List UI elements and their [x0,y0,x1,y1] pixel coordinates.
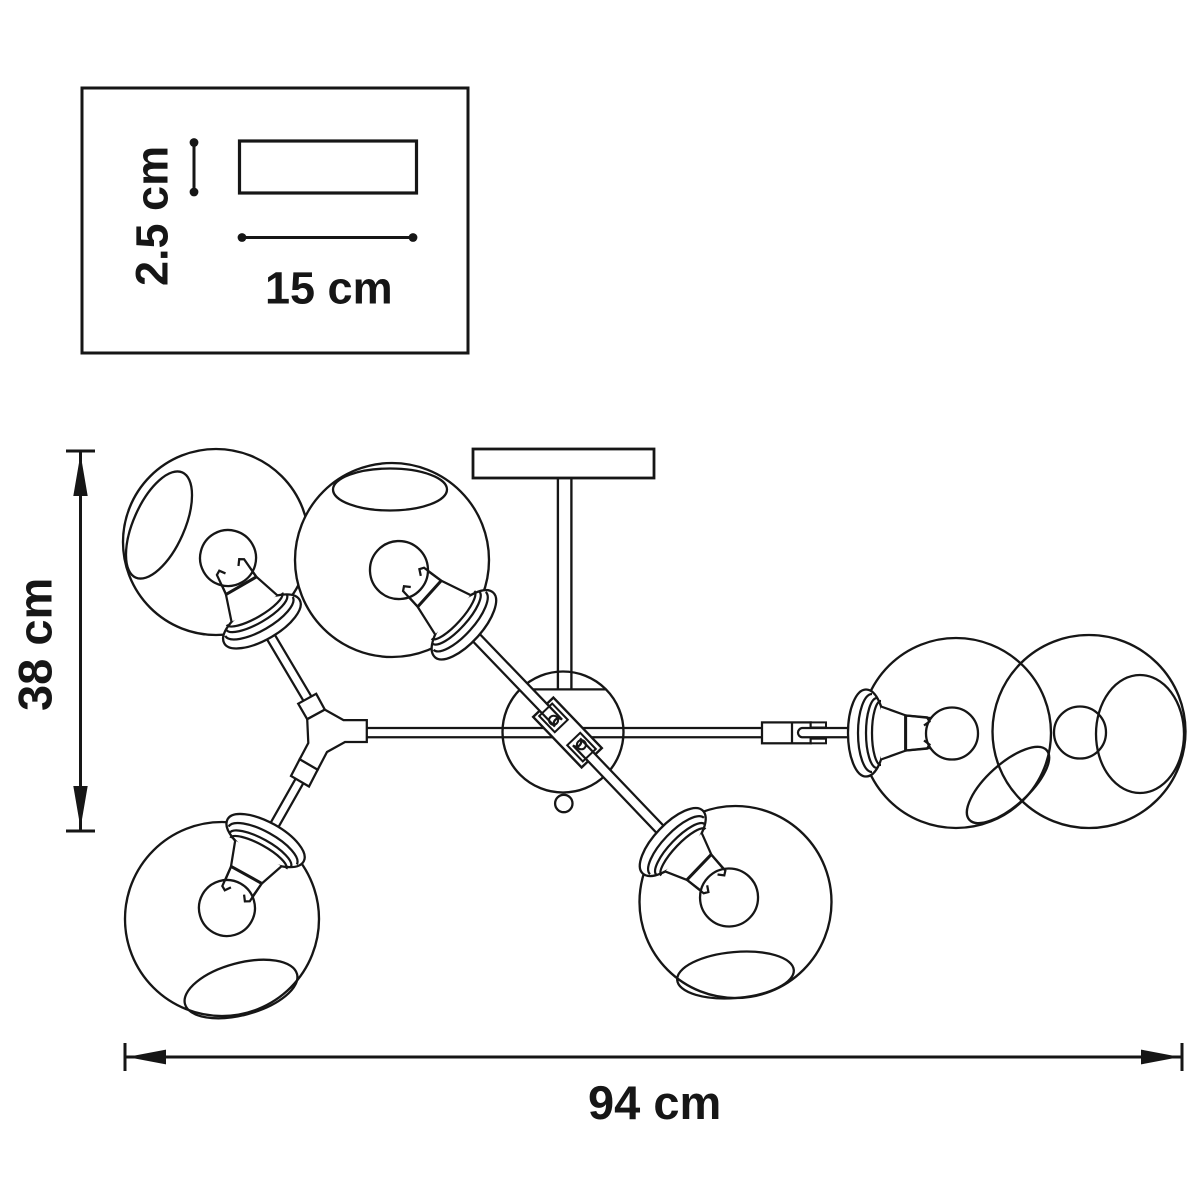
svg-text:2.5 cm: 2.5 cm [127,146,178,286]
svg-text:94 cm: 94 cm [588,1076,721,1129]
svg-text:38 cm: 38 cm [9,578,62,711]
svg-text:15 cm: 15 cm [265,263,393,314]
